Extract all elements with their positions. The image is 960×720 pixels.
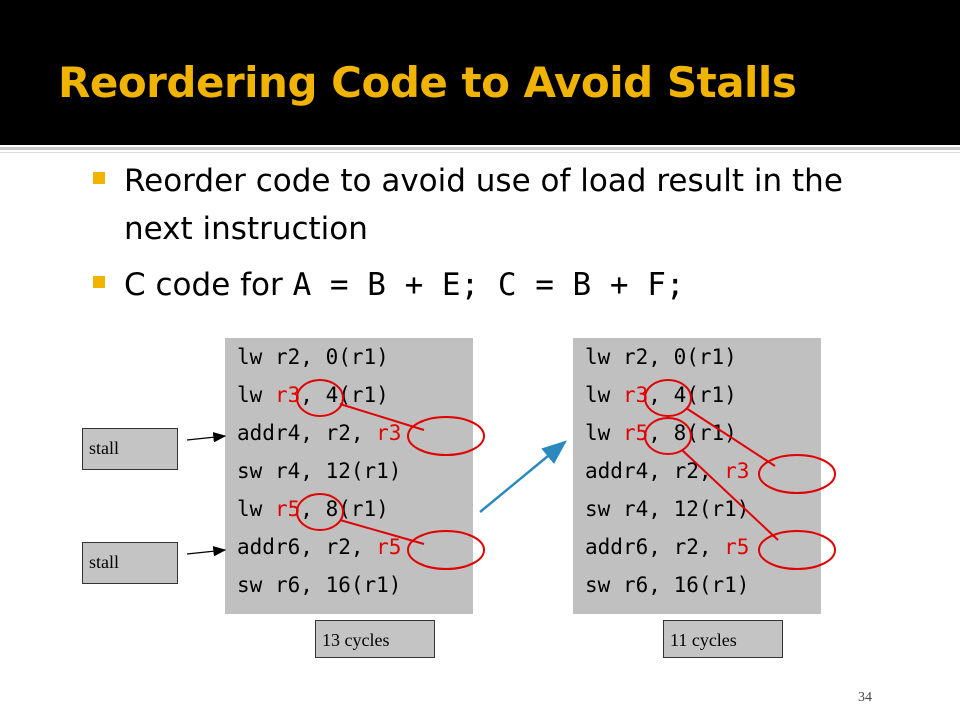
operand-b: r3 [724, 459, 750, 483]
opcode: lw [585, 383, 611, 407]
stall-label: stall [82, 542, 178, 584]
operand-b: r3 [376, 421, 402, 445]
operand-b: 0(r1) [660, 345, 737, 369]
opcode: lw [585, 345, 611, 369]
operand-a: r6, r2, [623, 535, 725, 559]
opcode: sw [237, 459, 263, 483]
opcode: sw [585, 497, 611, 521]
title-bar [0, 0, 960, 145]
right-code-line: lw r2, 0(r1) [585, 338, 737, 376]
left-cycles-label: 13 cycles [315, 620, 435, 658]
operand-b: 12(r1) [312, 459, 402, 483]
operand-b: 16(r1) [312, 573, 402, 597]
operand-a: r3 [623, 383, 649, 407]
bullet-2-code: A = B + E; C = B + F; [292, 267, 685, 303]
page-number: 34 [858, 690, 872, 705]
bullet-1-line-2: next instruction [124, 211, 368, 247]
operand-a: r2, [623, 345, 661, 369]
opcode: add [237, 421, 275, 445]
left-code-line: sw r4, 12(r1) [237, 452, 401, 490]
left-code-line: sw r6, 16(r1) [237, 566, 401, 604]
title-divider [0, 147, 960, 150]
operand-b: , 8(r1) [648, 421, 737, 445]
opcode: lw [237, 345, 263, 369]
operand-a: r4, r2, [275, 421, 377, 445]
stall-label: stall [82, 428, 178, 470]
opcode: add [585, 459, 623, 483]
left-code-line: lw r2, 0(r1) [237, 338, 389, 376]
opcode: lw [237, 497, 263, 521]
bullet-marker [93, 276, 105, 288]
operand-a: r5 [275, 497, 301, 521]
bullet-2: C code for A = B + E; C = B + F; [124, 262, 685, 308]
operand-b: , 4(r1) [300, 383, 389, 407]
opcode: add [237, 535, 275, 559]
operand-b: r5 [376, 535, 402, 559]
left-code-line: lw r5, 8(r1) [237, 490, 389, 528]
operand-a: r4, [623, 497, 661, 521]
stall-arrow [186, 546, 227, 557]
operand-b: 16(r1) [660, 573, 750, 597]
operand-a: r6, [275, 573, 313, 597]
left-code-line: addr6, r2, r5 [237, 528, 401, 566]
right-code-line: sw r4, 12(r1) [585, 490, 749, 528]
operand-a: r4, [275, 459, 313, 483]
slide-title: Reordering Code to Avoid Stalls [58, 58, 797, 107]
operand-a: r5 [623, 421, 649, 445]
left-code-line: addr4, r2, r3 [237, 414, 401, 452]
opcode: add [585, 535, 623, 559]
opcode: lw [585, 421, 611, 445]
right-code-line: lw r3, 4(r1) [585, 376, 737, 414]
stall-arrow [186, 432, 227, 443]
operand-a: r6, r2, [275, 535, 377, 559]
operand-b: , 8(r1) [300, 497, 389, 521]
bullet-2-text: C code for [124, 267, 293, 303]
operand-a: r4, r2, [623, 459, 725, 483]
right-code-line: addr6, r2, r5 [585, 528, 749, 566]
right-code-line: lw r5, 8(r1) [585, 414, 737, 452]
bullet-marker [93, 172, 105, 184]
operand-b: 12(r1) [660, 497, 750, 521]
operand-a: r3 [275, 383, 301, 407]
reorder-arrow [479, 440, 567, 513]
opcode: sw [585, 573, 611, 597]
opcode: sw [237, 573, 263, 597]
bullet-1-line-1: Reorder code to avoid use of load result… [124, 163, 843, 199]
right-code-line: sw r6, 16(r1) [585, 566, 749, 604]
operand-b: 0(r1) [312, 345, 389, 369]
operand-a: r2, [275, 345, 313, 369]
operand-a: r6, [623, 573, 661, 597]
title-divider-thin [0, 152, 960, 153]
left-code-line: lw r3, 4(r1) [237, 376, 389, 414]
right-cycles-label: 11 cycles [663, 620, 783, 658]
operand-b: r5 [724, 535, 750, 559]
opcode: lw [237, 383, 263, 407]
right-code-line: addr4, r2, r3 [585, 452, 749, 490]
operand-b: , 4(r1) [648, 383, 737, 407]
